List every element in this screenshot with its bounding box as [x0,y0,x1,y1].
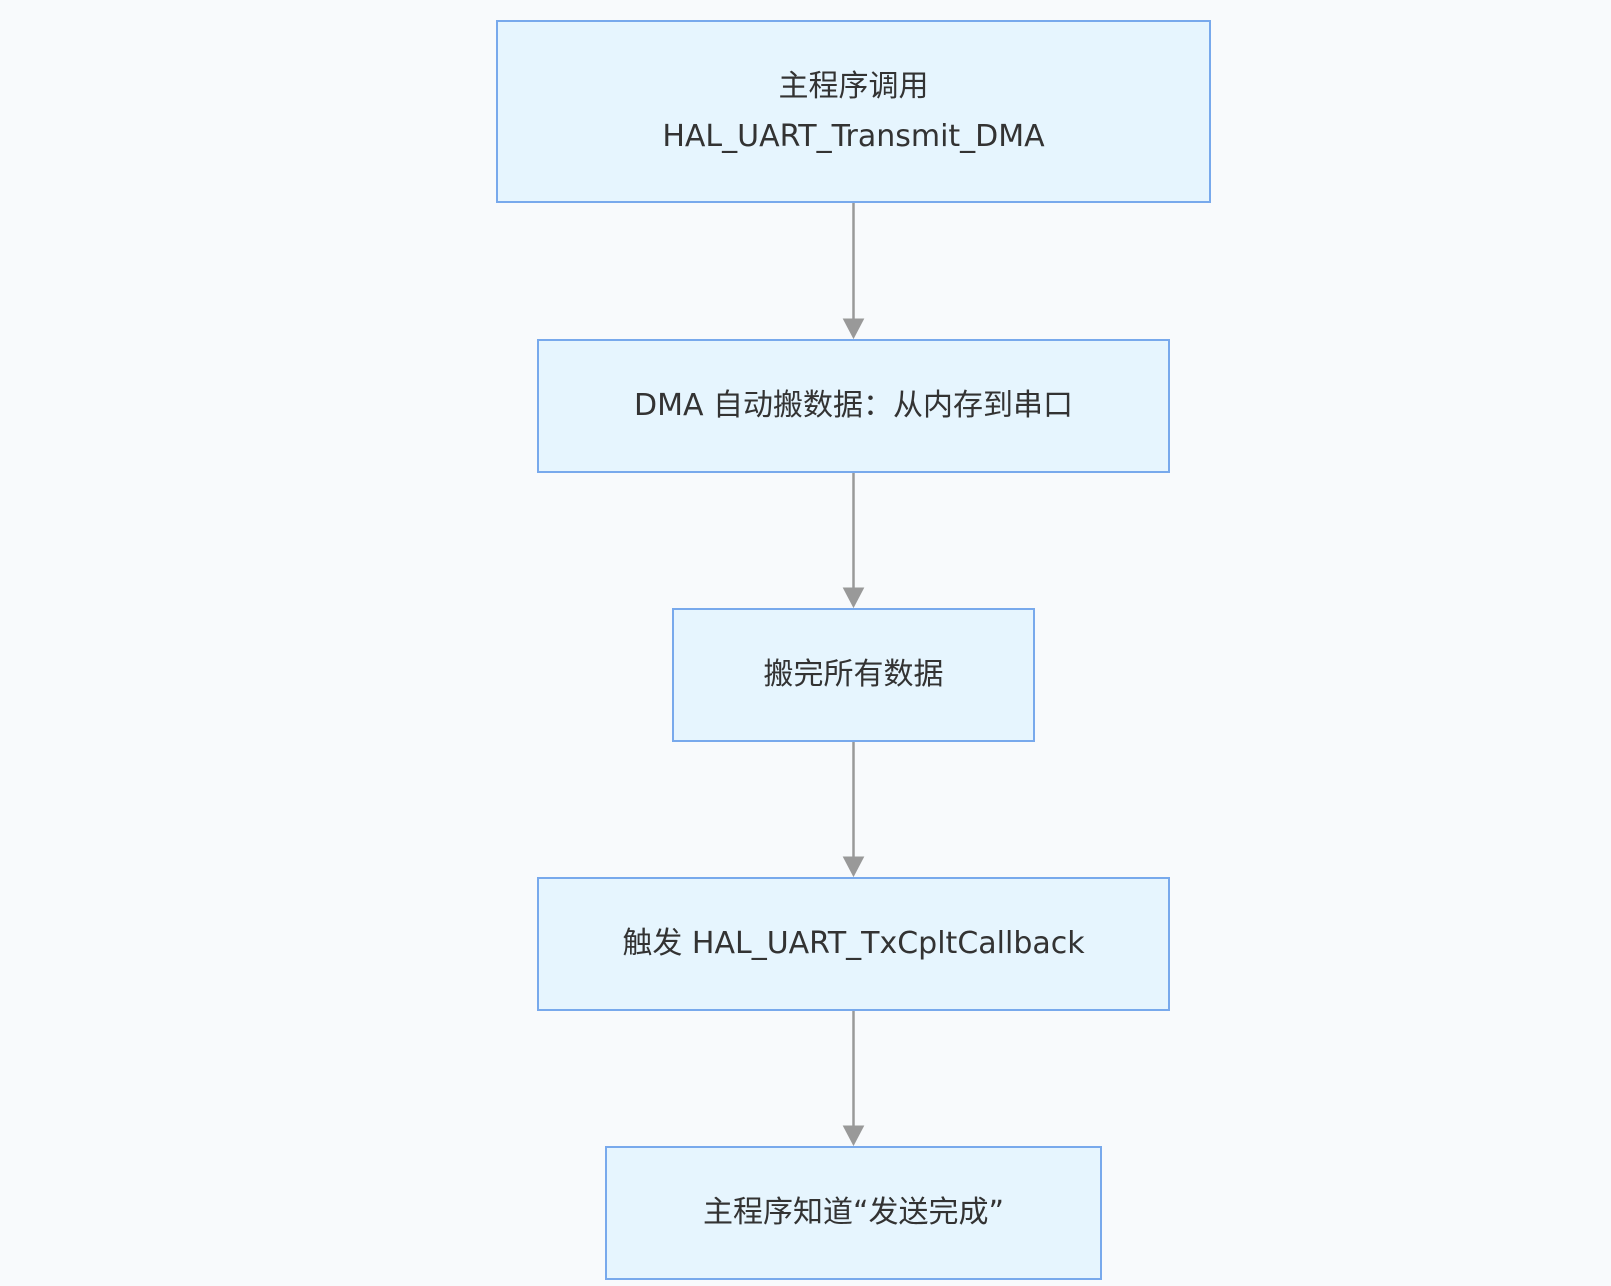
node-line: 主程序调用 [778,68,929,104]
edge-arrowhead-3 [842,856,865,878]
edge-arrowhead-1 [842,318,865,340]
node-main-calls-transmit-dma: 主程序调用 HAL_UART_Transmit_DMA [496,20,1211,203]
node-trigger-txcplt-callback: 触发 HAL_UART_TxCpltCallback [537,877,1170,1011]
edge-arrowhead-4 [842,1125,865,1147]
node-main-knows-send-complete: 主程序知道“发送完成” [605,1146,1102,1280]
node-line: DMA 自动搬数据：从内存到串口 [633,388,1074,423]
node-all-data-moved: 搬完所有数据 [672,608,1035,742]
node-line: 触发 HAL_UART_TxCpltCallback [622,926,1085,961]
node-dma-moves-data: DMA 自动搬数据：从内存到串口 [537,339,1170,473]
node-line: 主程序知道“发送完成” [702,1195,1005,1230]
node-line: HAL_UART_Transmit_DMA [662,118,1045,154]
edge-arrowhead-2 [842,587,865,609]
node-line: 搬完所有数据 [763,657,944,692]
